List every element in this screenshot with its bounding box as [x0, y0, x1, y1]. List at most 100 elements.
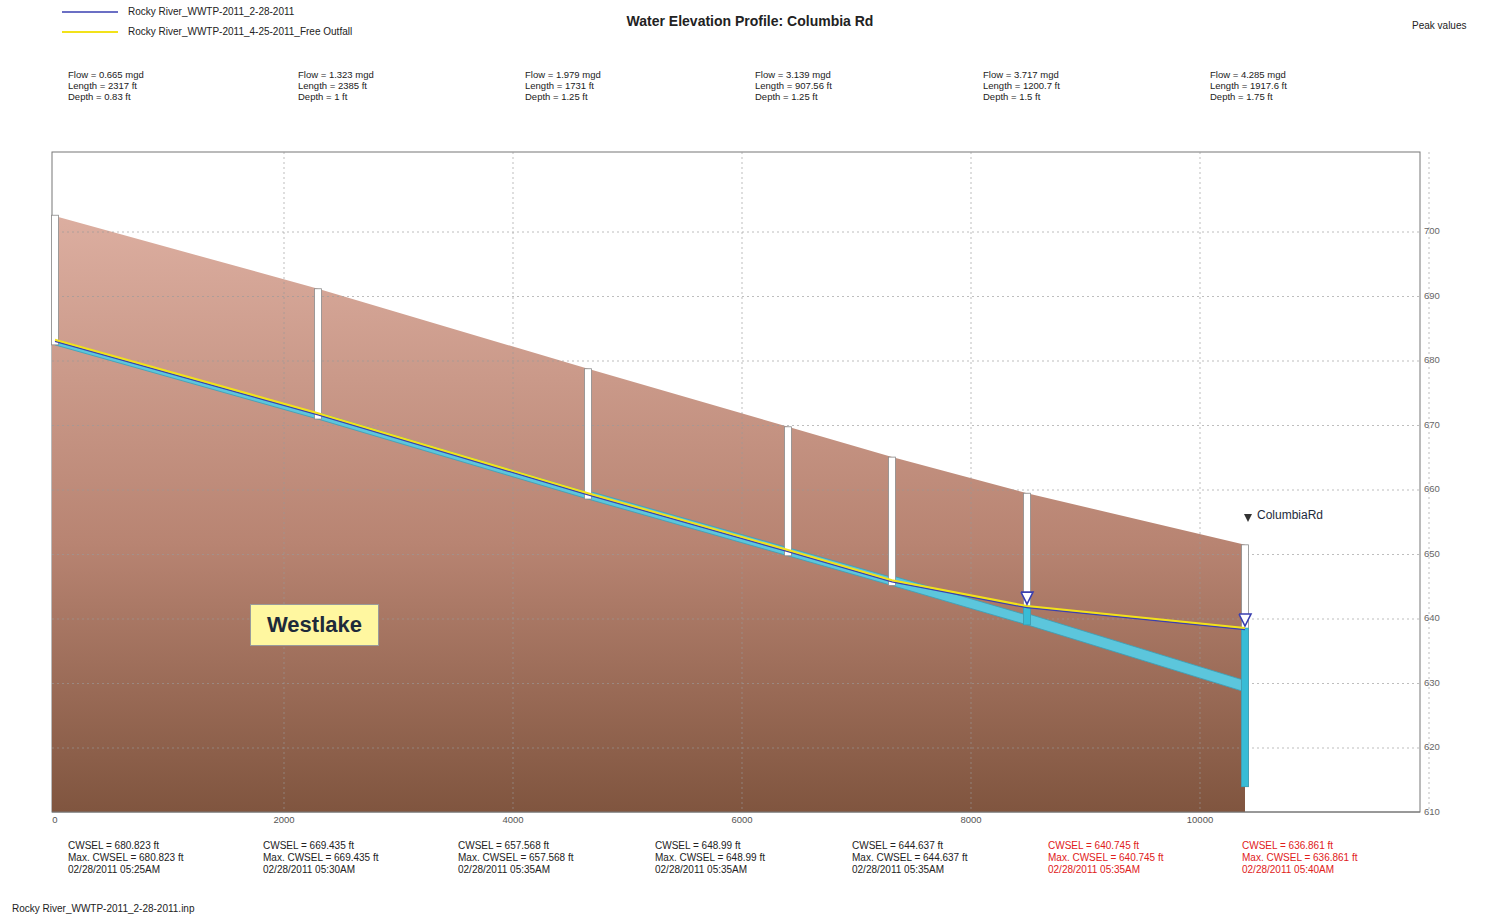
hgl-line-2011-02-28: [55, 341, 1245, 629]
y-tick-label: 660: [1424, 484, 1440, 494]
cwsel-value: Max. CWSEL = 636.861 ft: [1242, 852, 1358, 863]
cwsel-value: CWSEL = 680.823 ft: [68, 840, 159, 851]
cwsel-value: 02/28/2011 05:30AM: [263, 864, 355, 875]
segment-info: Length = 2385 ft: [298, 81, 367, 91]
water-level-marker: [1239, 614, 1251, 626]
y-tick-label: 690: [1424, 291, 1440, 301]
x-tick-label: 0: [52, 815, 57, 825]
grid-line: [1200, 152, 1201, 812]
cwsel-value: 02/28/2011 05:40AM: [1242, 864, 1334, 875]
manhole: [889, 457, 896, 585]
legend-line-sample: [62, 31, 118, 33]
cwsel-value: 02/28/2011 05:35AM: [1048, 864, 1140, 875]
cwsel-value: 02/28/2011 05:25AM: [68, 864, 160, 875]
cwsel-value: Max. CWSEL = 644.637 ft: [852, 852, 968, 863]
file-name: Rocky River_WWTP-2011_2-28-2011.inp: [12, 903, 194, 914]
manhole: [585, 369, 592, 499]
segment-info: Depth = 1.25 ft: [525, 92, 588, 102]
cwsel-value: Max. CWSEL = 657.568 ft: [458, 852, 574, 863]
y-tick-label: 640: [1424, 613, 1440, 623]
legend-entry: Rocky River_WWTP-2011_2-28-2011: [128, 6, 294, 17]
segment-info: Depth = 0.83 ft: [68, 92, 131, 102]
grid-line: [52, 425, 1420, 426]
segment-info: Depth = 1.5 ft: [983, 92, 1040, 102]
hgl-line-2011-04-25: [55, 340, 1245, 628]
grid-lines: [52, 152, 1429, 812]
segment-info: Depth = 1.75 ft: [1210, 92, 1273, 102]
legend-line-sample: [62, 11, 118, 13]
cwsel-value: Max. CWSEL = 680.823 ft: [68, 852, 184, 863]
segment-info: Length = 907.56 ft: [755, 81, 832, 91]
pipe-segment: [892, 576, 1027, 625]
grid-line: [1429, 152, 1430, 812]
segment-info: Length = 1917.6 ft: [1210, 81, 1287, 91]
x-tick-label: 4000: [502, 815, 523, 825]
grid-line: [52, 361, 1420, 362]
grid-line: [52, 683, 1420, 684]
manhole-water: [1024, 606, 1031, 625]
grid-line: [742, 152, 743, 812]
grid-line: [52, 554, 1420, 555]
cwsel-value: CWSEL = 648.99 ft: [655, 840, 741, 851]
segment-info: Flow = 3.717 mgd: [983, 70, 1059, 80]
segment-info: Flow = 1.979 mgd: [525, 70, 601, 80]
x-tick-label: 10000: [1187, 815, 1213, 825]
cwsel-value: Max. CWSEL = 648.99 ft: [655, 852, 765, 863]
segment-info: Flow = 4.285 mgd: [1210, 70, 1286, 80]
grid-line: [52, 296, 1420, 297]
manhole: [52, 215, 59, 345]
water-level-marker: [1021, 592, 1033, 604]
segment-info: Depth = 1.25 ft: [755, 92, 818, 102]
grid-line: [52, 748, 1420, 749]
manhole: [315, 289, 322, 419]
axis-line: [52, 812, 1420, 813]
manholes: [52, 215, 1249, 786]
cwsel-value: CWSEL = 644.637 ft: [852, 840, 943, 851]
y-tick-label: 610: [1424, 807, 1440, 817]
outfall-marker: [1244, 514, 1252, 522]
x-tick-label: 2000: [273, 815, 294, 825]
region-label-box: Westlake: [250, 604, 379, 646]
grid-line: [284, 152, 285, 812]
segment-info: Flow = 0.665 mgd: [68, 70, 144, 80]
grid-line: [971, 152, 972, 812]
chart-title: Water Elevation Profile: Columbia Rd: [627, 14, 874, 29]
y-tick-label: 630: [1424, 678, 1440, 688]
segment-info: Length = 2317 ft: [68, 81, 137, 91]
pipes: [55, 340, 1245, 692]
manhole: [1242, 545, 1249, 787]
cwsel-value: CWSEL = 636.861 ft: [1242, 840, 1333, 851]
segment-info: Flow = 1.323 mgd: [298, 70, 374, 80]
cwsel-value: 02/28/2011 05:35AM: [852, 864, 944, 875]
plot-frame: [52, 152, 1420, 812]
y-tick-label: 700: [1424, 226, 1440, 236]
x-tick-label: 8000: [960, 815, 981, 825]
y-tick-label: 670: [1424, 420, 1440, 430]
segment-info: Length = 1731 ft: [525, 81, 594, 91]
cwsel-value: CWSEL = 657.568 ft: [458, 840, 549, 851]
segment-info: Length = 1200.7 ft: [983, 81, 1060, 91]
manhole: [785, 427, 792, 556]
grid-line: [513, 152, 514, 812]
segment-info: Depth = 1 ft: [298, 92, 347, 102]
ground-fill: [52, 215, 1245, 812]
y-tick-label: 620: [1424, 742, 1440, 752]
cwsel-value: Max. CWSEL = 640.745 ft: [1048, 852, 1164, 863]
manhole-water: [1242, 628, 1249, 787]
y-tick-label: 650: [1424, 549, 1440, 559]
cwsel-value: 02/28/2011 05:35AM: [458, 864, 550, 875]
legend-entry: Rocky River_WWTP-2011_4-25-2011_Free Out…: [128, 26, 352, 37]
y-tick-label: 680: [1424, 355, 1440, 365]
grid-line: [52, 232, 1420, 233]
segment-info: Flow = 3.139 mgd: [755, 70, 831, 80]
x-tick-label: 6000: [731, 815, 752, 825]
grid-line: [52, 490, 1420, 491]
cwsel-value: 02/28/2011 05:35AM: [655, 864, 747, 875]
outfall-label: ColumbiaRd: [1257, 509, 1323, 522]
view-mode-label: Peak values: [1412, 20, 1466, 31]
cwsel-value: Max. CWSEL = 669.435 ft: [263, 852, 379, 863]
cwsel-value: CWSEL = 640.745 ft: [1048, 840, 1139, 851]
cwsel-value: CWSEL = 669.435 ft: [263, 840, 354, 851]
